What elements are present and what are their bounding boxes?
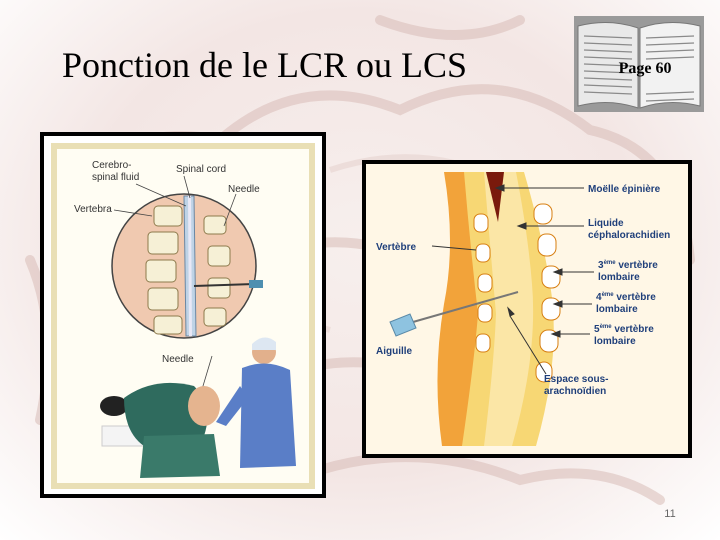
label-espace-2: arachnoïdien bbox=[544, 386, 606, 397]
label-moelle: Moëlle épinière bbox=[588, 184, 661, 195]
label-liquide-1: Liquide bbox=[588, 218, 624, 229]
needle-line bbox=[193, 283, 255, 287]
lumbar-puncture-illustration: Cerebro- spinal fluid Spinal cord Needle… bbox=[40, 132, 326, 498]
spinal-cord-dark bbox=[486, 172, 504, 222]
label-vertebra: Vertebra bbox=[74, 204, 112, 215]
label-v5-lombaire: lombaire bbox=[594, 336, 636, 347]
diagram-needle bbox=[405, 291, 519, 325]
slide-title: Ponction de le LCR ou LCS bbox=[62, 45, 467, 85]
spinal-column-diagram: Moëlle épinière Liquide céphalorachidien… bbox=[362, 160, 692, 458]
label-v3-lombaire: lombaire bbox=[598, 272, 640, 283]
syringe-icon bbox=[389, 313, 417, 337]
label-csf-line1: Cerebro- bbox=[92, 160, 131, 171]
label-v3: 3ème vertèbre bbox=[598, 260, 658, 271]
label-needle-bottom: Needle bbox=[162, 354, 194, 365]
label-aiguille: Aiguille bbox=[376, 346, 413, 357]
label-vertebre: Vertèbre bbox=[376, 242, 416, 253]
spinal-column-svg: Moëlle épinière Liquide céphalorachidien… bbox=[366, 164, 688, 454]
label-liquide-2: céphalorachidien bbox=[588, 230, 670, 241]
book-image bbox=[574, 16, 704, 112]
label-v4: 4ème vertèbre bbox=[596, 292, 656, 303]
label-v5: 5ème vertèbre bbox=[594, 324, 654, 335]
page-label: Page 60 bbox=[618, 60, 672, 77]
slide-number: 11 bbox=[664, 508, 676, 520]
label-espace-1: Espace sous- bbox=[544, 374, 608, 385]
label-v4-lombaire: lombaire bbox=[596, 304, 638, 315]
lumbar-puncture-svg: Cerebro- spinal fluid Spinal cord Needle… bbox=[51, 143, 315, 489]
label-spinal-cord: Spinal cord bbox=[176, 164, 226, 175]
label-needle-top: Needle bbox=[228, 184, 260, 195]
label-csf-line2: spinal fluid bbox=[92, 172, 139, 183]
